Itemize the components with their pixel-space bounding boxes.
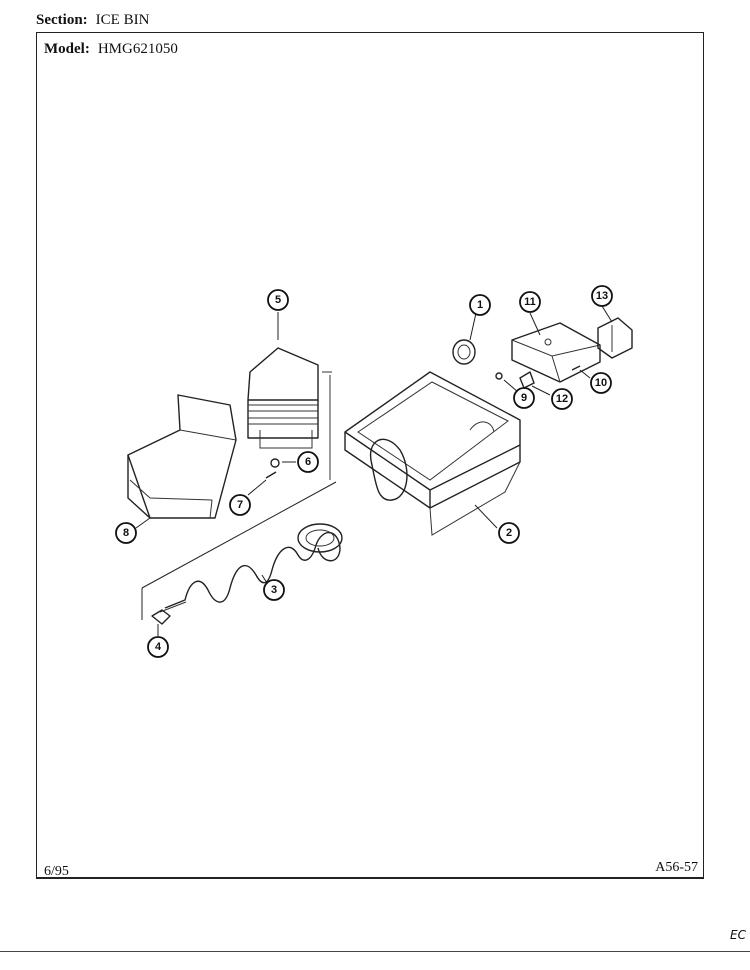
callout-5: 5 bbox=[267, 289, 289, 311]
assembly-guide-line bbox=[141, 481, 337, 589]
screw-6-part bbox=[270, 458, 280, 468]
drawing-frame bbox=[36, 32, 704, 878]
page-bottom-rule bbox=[0, 951, 750, 952]
motor-housing-part bbox=[511, 322, 601, 383]
screw-10-part bbox=[571, 365, 581, 371]
model-line: Model: HMG621050 bbox=[44, 41, 178, 58]
section-value: ICE BIN bbox=[95, 12, 150, 28]
svg-text:7: 7 bbox=[237, 499, 243, 511]
svg-text:3: 3 bbox=[271, 584, 277, 596]
callout-12: 12 bbox=[551, 388, 573, 410]
callout-9: 9 bbox=[513, 387, 535, 409]
handwritten-initials: EC bbox=[730, 928, 746, 942]
revision-date: 6/95 bbox=[44, 864, 69, 879]
ice-bin-part bbox=[344, 371, 521, 536]
callout-3: 3 bbox=[263, 579, 285, 601]
svg-text:13: 13 bbox=[596, 290, 608, 302]
coupling-part bbox=[452, 339, 476, 365]
chute-cover-part bbox=[127, 394, 237, 519]
leader-lines bbox=[135, 305, 613, 636]
callout-6: 6 bbox=[297, 451, 319, 473]
svg-text:4: 4 bbox=[155, 641, 162, 653]
svg-text:1: 1 bbox=[477, 299, 483, 311]
auger-coil-part bbox=[159, 523, 343, 613]
svg-text:9: 9 bbox=[521, 392, 527, 404]
callout-7: 7 bbox=[229, 494, 251, 516]
svg-text:10: 10 bbox=[595, 377, 607, 389]
section-header: Section: ICE BIN bbox=[36, 12, 149, 29]
screw-9-part bbox=[495, 372, 503, 380]
svg-text:6: 6 bbox=[305, 456, 311, 468]
ice-door-housing-part bbox=[247, 347, 332, 480]
model-label: Model: bbox=[44, 41, 90, 57]
callout-2: 2 bbox=[498, 522, 520, 544]
page-code: A56-57 bbox=[655, 860, 698, 875]
svg-text:11: 11 bbox=[524, 296, 536, 308]
section-label: Section: bbox=[36, 12, 88, 28]
callout-10: 10 bbox=[590, 372, 612, 394]
callout-4: 4 bbox=[147, 636, 169, 658]
model-value: HMG621050 bbox=[97, 41, 178, 57]
callout-13: 13 bbox=[591, 285, 613, 307]
callout-1: 1 bbox=[469, 294, 491, 316]
svg-text:2: 2 bbox=[506, 527, 512, 539]
svg-text:5: 5 bbox=[275, 294, 281, 306]
clip-12-part bbox=[519, 371, 535, 389]
auger-nut-part bbox=[151, 609, 171, 625]
svg-text:12: 12 bbox=[556, 393, 568, 405]
callout-11: 11 bbox=[519, 291, 541, 313]
callout-8: 8 bbox=[115, 522, 137, 544]
svg-text:8: 8 bbox=[123, 527, 129, 539]
screw-7-part bbox=[265, 471, 277, 479]
motor-part bbox=[597, 317, 633, 359]
footer-rule bbox=[36, 878, 704, 879]
